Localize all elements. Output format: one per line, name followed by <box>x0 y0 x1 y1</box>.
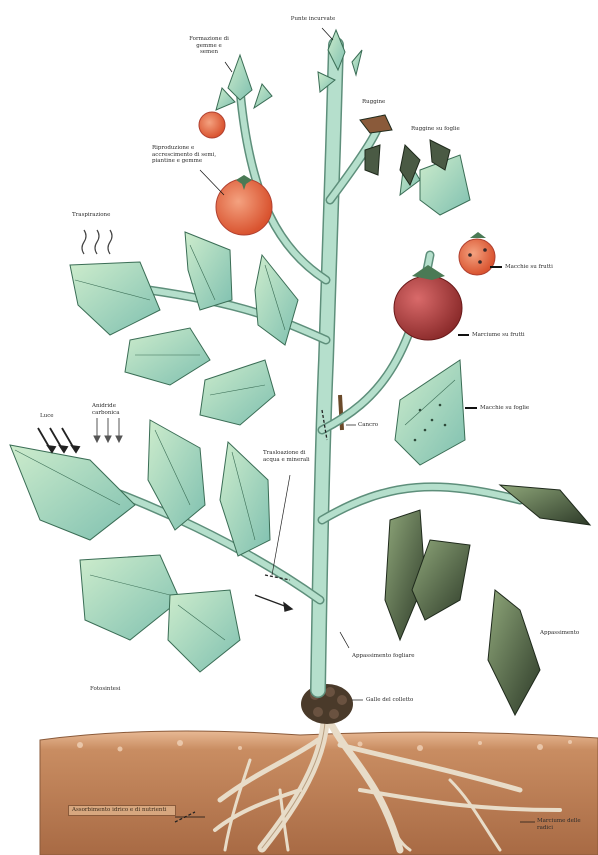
label-leaf-wilting: Appassimento fogliare <box>352 653 432 660</box>
label-reproduction: Riproduzione e accrescimento di semi, pi… <box>152 145 244 165</box>
label-fruit-rot: Marciume su frutti <box>472 332 534 339</box>
main-stem <box>318 45 342 690</box>
transpiration-waves <box>82 230 112 254</box>
label-rust: Ruggine <box>362 99 402 106</box>
label-root-absorption: Assorbimento idrico e di nutrienti <box>68 805 176 816</box>
label-wilting: Appassimento <box>540 630 595 637</box>
label-fruit-spots: Macchie su frutti <box>505 264 565 271</box>
wilted-leaves <box>385 485 590 715</box>
label-flower-abort: Formazione di gemme e semen <box>180 36 238 56</box>
co2-arrows <box>94 418 122 442</box>
label-water-transport: Trasloazione di acqua e minerali <box>263 450 323 463</box>
label-photosynthesis: Fotosintesi <box>90 686 140 693</box>
label-root-gall: Galle del colletto <box>366 697 431 704</box>
label-leaf-rust: Ruggine su foglie <box>411 126 481 133</box>
label-perspiration: Traspirazione <box>72 212 132 219</box>
label-leaf-spots: Macchie su foglie <box>480 405 550 412</box>
light-arrows <box>38 428 79 452</box>
label-root-rot: Marciume delle radici <box>537 818 592 831</box>
root-gall <box>301 684 353 724</box>
label-apical-tip: Punte incurvate <box>278 16 348 23</box>
label-stem-canker: Cancro <box>358 422 398 429</box>
label-co2: Anidride carbonica <box>92 403 132 416</box>
label-light: Luce <box>40 413 70 420</box>
